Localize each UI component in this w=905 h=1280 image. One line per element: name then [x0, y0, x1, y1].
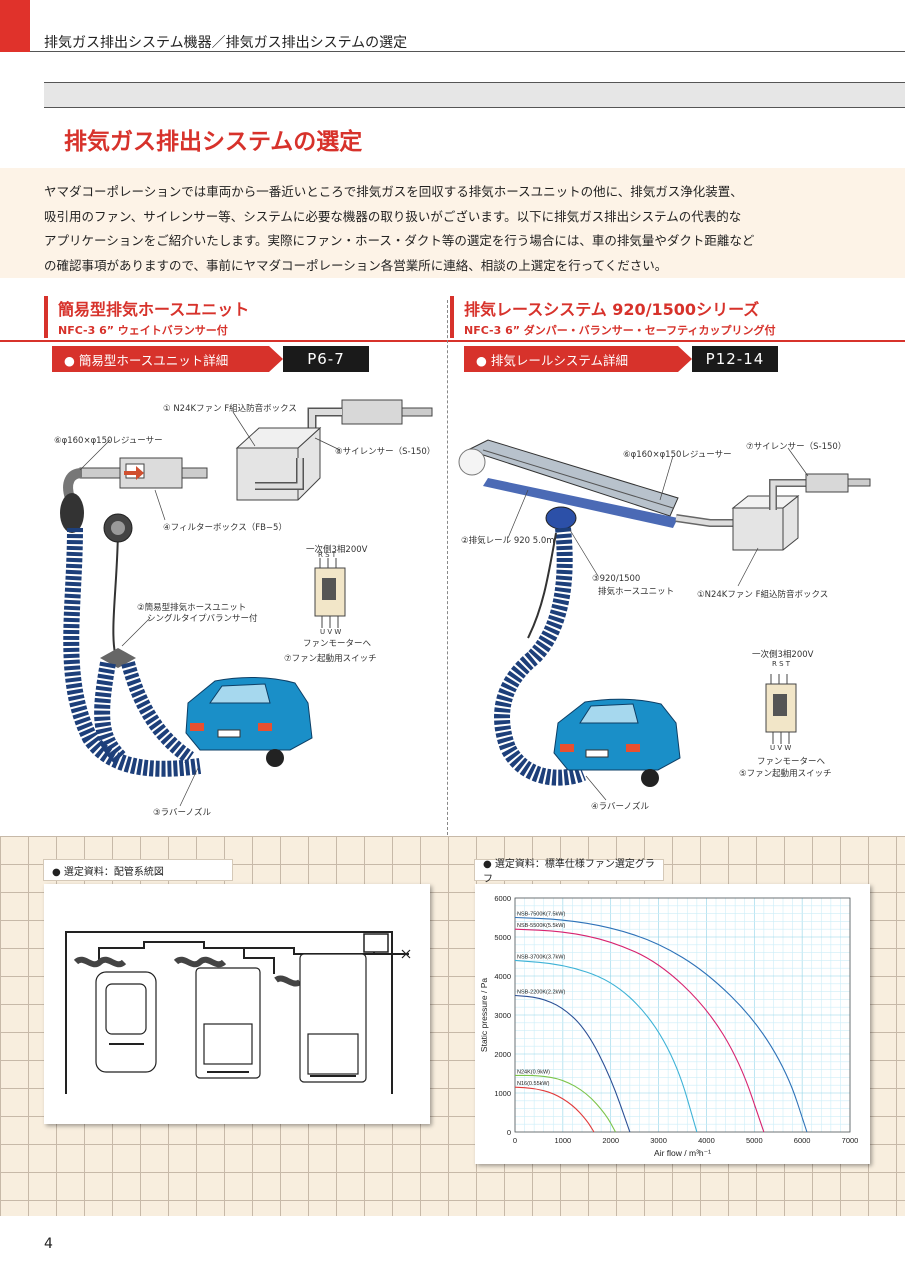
left-label-switch: ⑦ファン起動用スイッチ: [284, 654, 377, 664]
left-switch-uvw: U V W: [320, 628, 342, 636]
right-label-rail: ②排気レール 920 5.0m: [461, 536, 555, 546]
column-divider: [447, 300, 448, 835]
right-section-subtitle: NFC-3 6” ダンパー・バランサー・セーフティカップリング付: [464, 324, 776, 337]
left-label-filter-box: ④フィルターボックス（FB−5）: [163, 523, 287, 533]
page-number: 4: [44, 1236, 53, 1252]
x-tick-label: 6000: [794, 1136, 811, 1145]
piping-diagram-card: [44, 884, 430, 1124]
left-label-hose-unit-sub: シングルタイプバランサー付: [147, 614, 258, 624]
fan-selection-chart-card: 0 1000 2000 3000 4000 5000 6000 7000 0 1000 2000 30…: [475, 884, 870, 1164]
left-section-heading: 簡易型排気ホースユニット NFC-3 6” ウェイトバランサー付: [44, 296, 249, 338]
series-label: N24K(0.9kW): [517, 1069, 550, 1075]
right-switch-fan: ファンモーターへ: [757, 757, 826, 767]
x-tick-label: 0: [513, 1136, 517, 1145]
left-detail-label[interactable]: ● 簡易型ホースユニット詳細: [52, 346, 283, 372]
right-label-hose-unit: ③920/1500: [592, 574, 641, 584]
left-detail-link[interactable]: ● 簡易型ホースユニット詳細 P6-7: [52, 346, 369, 372]
series-label: NSB-7500K(7.5kW): [517, 912, 565, 918]
left-detail-page[interactable]: P6-7: [283, 346, 369, 372]
y-axis-label: Static pressure / Pa: [479, 978, 489, 1052]
x-tick-label: 2000: [602, 1136, 619, 1145]
left-label-fan-box: ① N24Kファン F組込防音ボックス: [163, 404, 297, 414]
series-line: [515, 1074, 616, 1133]
left-label-reducer: ⑥φ160×φ150レジューサー: [54, 436, 163, 446]
gray-band: [44, 82, 905, 108]
y-tick-label: 4000: [494, 972, 511, 981]
x-tick-label: 5000: [746, 1136, 763, 1145]
y-tick-label: 5000: [494, 933, 511, 942]
right-detail-label[interactable]: ● 排気レールシステム詳細: [464, 346, 692, 372]
intro-line: ヤマダコーポレーションでは車両から一番近いところで排気ガスを回収する排気ホースユ…: [44, 184, 743, 199]
intro-line: アプリケーションをご紹介いたします。実際にファン・ホース・ダクト等の選定を行う場…: [44, 233, 755, 248]
y-tick-label: 0: [507, 1128, 511, 1137]
left-section-subtitle: NFC-3 6” ウェイトバランサー付: [58, 324, 228, 337]
right-label-reducer: ⑥φ160×φ150レジューサー: [623, 450, 732, 460]
x-axis-label: Air flow / m³h⁻¹: [654, 1148, 711, 1158]
fan-graph-tag: ● 選定資料：標準仕様ファン選定グラフ: [475, 859, 663, 885]
left-label-hose-unit: ②簡易型排気ホースユニット: [137, 603, 247, 613]
series-line: [514, 994, 631, 1133]
intro-band: [0, 168, 905, 278]
y-tick-label: 3000: [494, 1011, 511, 1020]
page-title: 排気ガス排出システムの選定: [64, 129, 363, 155]
left-label-nozzle: ③ラバーノズル: [153, 808, 212, 818]
x-tick-label: 3000: [650, 1136, 667, 1145]
left-switch-rst: R S T: [318, 551, 337, 559]
intro-paragraph: ヤマダコーポレーションでは車両から一番近いところで排気ガスを回収する排気ホースユ…: [44, 180, 794, 278]
right-label-nozzle: ④ラバーノズル: [591, 802, 650, 812]
right-system-illustration: [458, 439, 871, 801]
right-switch-supply: 一次側3相200V: [752, 650, 814, 660]
section-red-rule: [0, 340, 905, 342]
series-line: [514, 916, 808, 1133]
piping-diagram-tag: ● 選定資料：配管系統図: [44, 860, 232, 880]
left-switch-fan: ファンモーターへ: [303, 639, 372, 649]
right-section-heading: 排気レースシステム 920/1500シリーズ NFC-3 6” ダンパー・バラン…: [450, 296, 776, 338]
header-rule: [30, 51, 905, 52]
intro-line: の確認事項がありますので、事前にヤマダコーポレーション各営業所に連絡、相談の上選…: [44, 257, 668, 273]
left-switch-supply: 一次側3相200V: [306, 545, 368, 555]
right-detail-page[interactable]: P12-14: [692, 346, 778, 372]
y-tick-label: 1000: [494, 1089, 511, 1098]
x-tick-label: 1000: [555, 1136, 572, 1145]
right-switch-rst: R S T: [772, 660, 791, 668]
right-section-title: 排気レースシステム 920/1500シリーズ: [464, 300, 760, 319]
left-section-title: 簡易型排気ホースユニット: [58, 300, 250, 319]
series-line: [514, 928, 765, 1133]
y-tick-label: 6000: [494, 894, 511, 903]
series-label: N16(0.55kW): [517, 1081, 550, 1087]
series-label: NSB-5500K(5.5kW): [517, 923, 565, 929]
left-label-silencer: ⑧サイレンサー（S-150）: [335, 447, 436, 457]
y-tick-label: 2000: [494, 1050, 511, 1059]
header-accent-bar: [0, 0, 30, 52]
series-line: [514, 959, 698, 1133]
x-tick-label: 7000: [842, 1136, 859, 1145]
plot-frame: [514, 897, 851, 1133]
x-tick-label: 4000: [698, 1136, 715, 1145]
right-label-fan-box: ①N24Kファン F組込防音ボックス: [697, 590, 829, 600]
series-label: NSB-3700K(3.7kW): [517, 954, 565, 960]
left-system-illustration: [60, 399, 433, 807]
breadcrumb: 排気ガス排出システム機器／排気ガス排出システムの選定: [44, 35, 408, 51]
right-label-hose-unit-sub: 排気ホースユニット: [598, 587, 675, 597]
intro-line: 吸引用のファン、サイレンサー等、システムに必要な機器の取り扱いがございます。以下…: [44, 208, 742, 224]
right-detail-link[interactable]: ● 排気レールシステム詳細 P12-14: [464, 346, 778, 372]
series-line: [514, 1086, 595, 1133]
right-label-silencer: ⑦サイレンサー（S-150）: [746, 442, 847, 452]
right-label-switch: ⑤ファン起動用スイッチ: [739, 769, 832, 779]
right-switch-uvw: U V W: [770, 744, 792, 752]
series-label: NSB-2200K(2.2kW): [517, 990, 565, 996]
piping-diagram: [65, 931, 411, 1094]
fan-selection-chart: 0 1000 2000 3000 4000 5000 6000 7000 0 1000 2000 30…: [479, 894, 859, 1158]
